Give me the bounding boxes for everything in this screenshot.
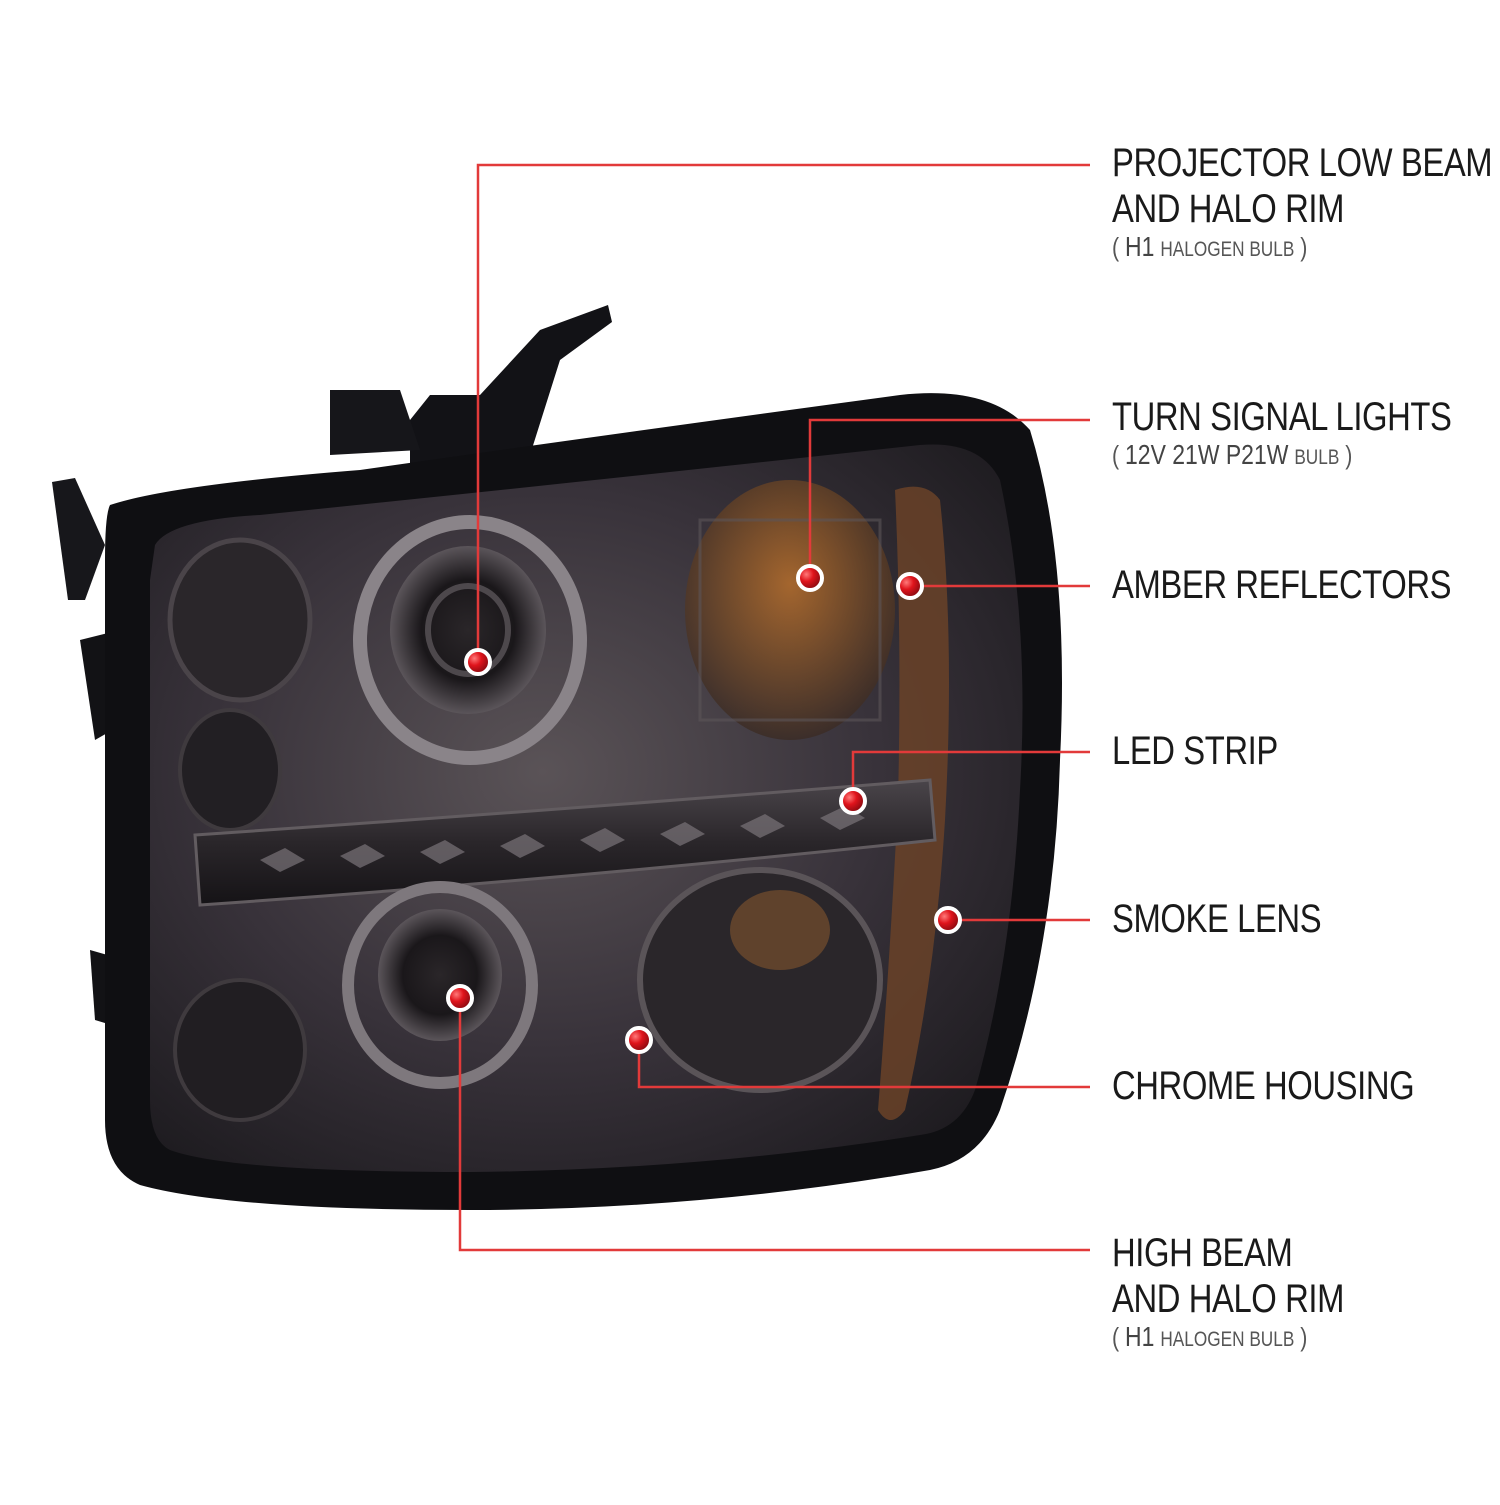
reflector-bowl-left-2 bbox=[178, 708, 282, 832]
marker-chrome bbox=[625, 1026, 653, 1054]
leader-line-led bbox=[851, 750, 1090, 801]
reflector-bowl-left bbox=[167, 537, 313, 703]
label-title-line: AMBER REFLECTORS bbox=[1112, 563, 1452, 607]
label-subtitle: ( H1 HALOGEN BULB ) bbox=[1112, 1321, 1308, 1353]
marker-turn-signal bbox=[796, 564, 824, 592]
turn-signal-reflector bbox=[685, 480, 895, 740]
marker-smoke bbox=[934, 906, 962, 934]
marker-led bbox=[839, 787, 867, 815]
label-subtitle: ( 12V 21W P21W BULB ) bbox=[1112, 439, 1353, 471]
low-beam-halo bbox=[353, 515, 587, 765]
leader-line-low-beam bbox=[476, 163, 1090, 662]
label-projector-low-beam: PROJECTOR LOW BEAM AND HALO RIM ( H1 HAL… bbox=[1112, 140, 1500, 265]
leader-line-chrome bbox=[637, 1040, 1090, 1089]
label-amber-reflectors: AMBER REFLECTORS bbox=[1112, 562, 1500, 608]
label-title-line: LED STRIP bbox=[1112, 729, 1278, 773]
marker-high-beam bbox=[446, 984, 474, 1012]
mounting-tab bbox=[330, 390, 420, 455]
label-high-beam: HIGH BEAM AND HALO RIM ( H1 HALOGEN BULB… bbox=[1112, 1230, 1395, 1355]
high-beam-halo bbox=[342, 881, 538, 1089]
label-led-strip: LED STRIP bbox=[1112, 728, 1314, 774]
label-title-line: AND HALO RIM bbox=[1112, 187, 1345, 231]
low-beam-ring-inner bbox=[425, 583, 511, 677]
label-turn-signal: TURN SIGNAL LIGHTS ( 12V 21W P21W BULB ) bbox=[1112, 394, 1500, 473]
label-title-line: CHROME HOUSING bbox=[1112, 1064, 1415, 1108]
leader-line-turn-signal bbox=[808, 418, 1090, 578]
leader-lines bbox=[458, 163, 1090, 1252]
label-chrome-housing: CHROME HOUSING bbox=[1112, 1063, 1481, 1109]
callout-markers bbox=[446, 564, 962, 1054]
high-beam-projector bbox=[378, 909, 502, 1041]
side-clip bbox=[52, 478, 105, 600]
led-segments bbox=[260, 806, 865, 872]
mounting-bracket bbox=[410, 305, 612, 470]
leader-line-high-beam bbox=[458, 998, 1090, 1252]
label-title-line: PROJECTOR LOW BEAM bbox=[1112, 141, 1493, 185]
label-title-line: SMOKE LENS bbox=[1112, 897, 1322, 941]
label-subtitle: ( H1 HALOGEN BULB ) bbox=[1112, 231, 1308, 263]
label-title-line: TURN SIGNAL LIGHTS bbox=[1112, 395, 1452, 439]
marker-amber bbox=[896, 572, 924, 600]
low-beam-projector bbox=[390, 546, 546, 714]
label-title-line: AND HALO RIM bbox=[1112, 1277, 1345, 1321]
reflector-bowl-lower-left bbox=[173, 978, 307, 1122]
marker-low-beam bbox=[464, 648, 492, 676]
label-title-line: HIGH BEAM bbox=[1112, 1231, 1293, 1275]
label-smoke-lens: SMOKE LENS bbox=[1112, 896, 1367, 942]
